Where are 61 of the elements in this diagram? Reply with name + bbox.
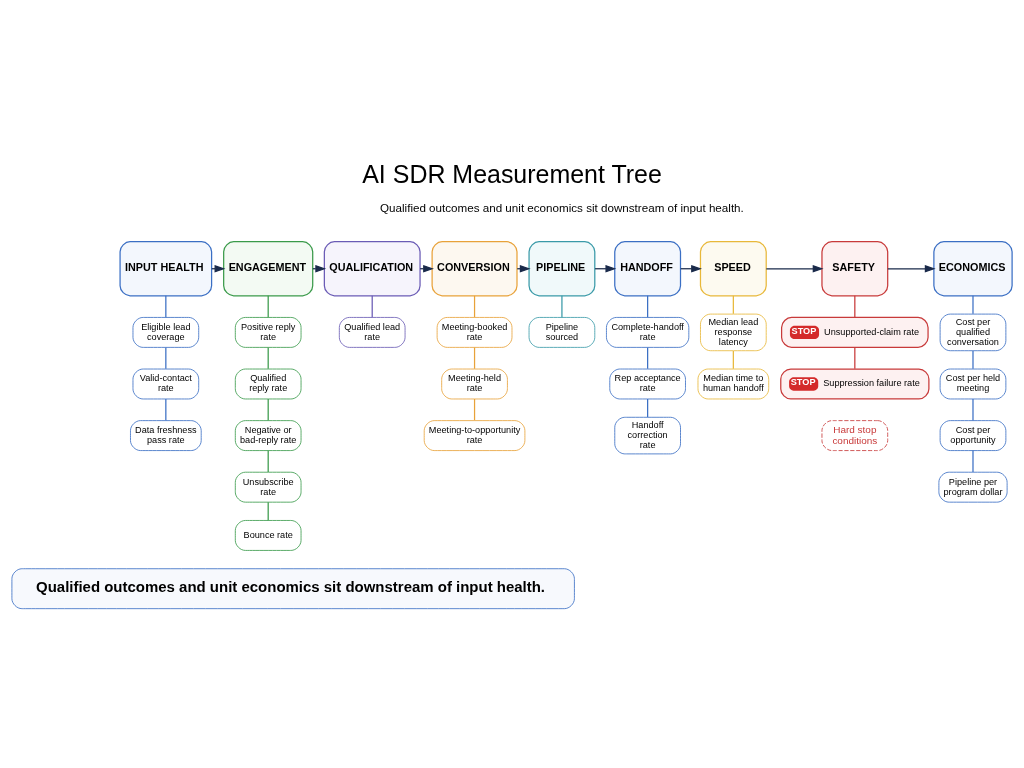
label: Qualified outcomes and unit economics sit downstream of input health. bbox=[380, 200, 744, 214]
connector bbox=[165, 295, 167, 319]
connector bbox=[267, 346, 269, 370]
node-box: Rep acceptance rate bbox=[609, 368, 686, 400]
connector bbox=[267, 501, 269, 522]
node-box: Qualified outcomes and unit economics sit downstream of input health. bbox=[11, 568, 575, 610]
node-box: Negative or bad-reply rate bbox=[234, 420, 302, 451]
node-box: Valid-contact rate bbox=[132, 368, 200, 400]
connector bbox=[972, 449, 974, 473]
connector bbox=[854, 295, 856, 319]
connector bbox=[267, 295, 269, 319]
connector bbox=[473, 398, 476, 421]
connector bbox=[371, 295, 373, 319]
node-box: Cost per held meeting bbox=[939, 368, 1007, 400]
node-box: Pipeline per program dollar bbox=[938, 471, 1008, 503]
node-box: ENGAGEMENT bbox=[223, 241, 314, 297]
connector bbox=[267, 398, 269, 421]
node-box: Meeting-held rate bbox=[441, 368, 508, 400]
node-box: STOP Unsupported-claim rate bbox=[781, 316, 929, 348]
node-box: SPEED bbox=[699, 241, 767, 297]
diagram-title: AI SDR Measurement Tree bbox=[362, 159, 662, 188]
connector bbox=[972, 295, 974, 315]
node-box: Complete-handoff rate bbox=[606, 317, 690, 348]
label: Hard stop conditions bbox=[832, 423, 878, 446]
node-box: Cost per qualified conversation bbox=[939, 313, 1007, 352]
node-box: Median lead response latency bbox=[700, 313, 767, 352]
node-box: STOP Suppression failure rate bbox=[780, 368, 930, 400]
node-box: Median time to human handoff bbox=[697, 368, 770, 400]
node-box: Qualified lead rate bbox=[338, 317, 406, 348]
node-box: Eligible lead coverage bbox=[132, 317, 200, 348]
node-box: Bounce rate bbox=[234, 520, 302, 551]
connector bbox=[165, 398, 167, 421]
connector bbox=[561, 295, 563, 319]
node-box: Data freshness pass rate bbox=[130, 420, 202, 451]
connector bbox=[854, 346, 856, 370]
arrow bbox=[887, 264, 936, 273]
connector bbox=[165, 346, 167, 370]
connector bbox=[972, 398, 974, 421]
node-box: PIPELINE bbox=[528, 241, 596, 297]
node-box: CONVERSION bbox=[431, 241, 518, 297]
node-box: Pipeline sourced bbox=[528, 317, 596, 348]
node-box: Unsubscribe rate bbox=[234, 471, 302, 503]
connector bbox=[647, 295, 649, 319]
connector bbox=[647, 346, 649, 370]
connector bbox=[473, 346, 476, 370]
connector bbox=[972, 350, 974, 370]
node-box: Qualified reply rate bbox=[234, 368, 302, 400]
connector bbox=[473, 295, 476, 319]
node-box: SAFETY bbox=[821, 241, 889, 297]
node-box: Meeting-to-opportunity rate bbox=[423, 420, 526, 451]
node-box: Cost per opportunity bbox=[939, 420, 1007, 451]
node-box: Positive reply rate bbox=[234, 317, 302, 348]
node-box: HANDOFF bbox=[614, 241, 682, 297]
node-box: ECONOMICS bbox=[933, 241, 1013, 297]
connector bbox=[647, 398, 649, 418]
connector bbox=[267, 449, 269, 473]
node-box: INPUT HEALTH bbox=[119, 241, 213, 297]
node-box: QUALIFICATION bbox=[323, 241, 421, 297]
arrow bbox=[765, 264, 824, 273]
node-box: Meeting-booked rate bbox=[436, 317, 513, 348]
node-box: Handoff correction rate bbox=[614, 416, 681, 455]
